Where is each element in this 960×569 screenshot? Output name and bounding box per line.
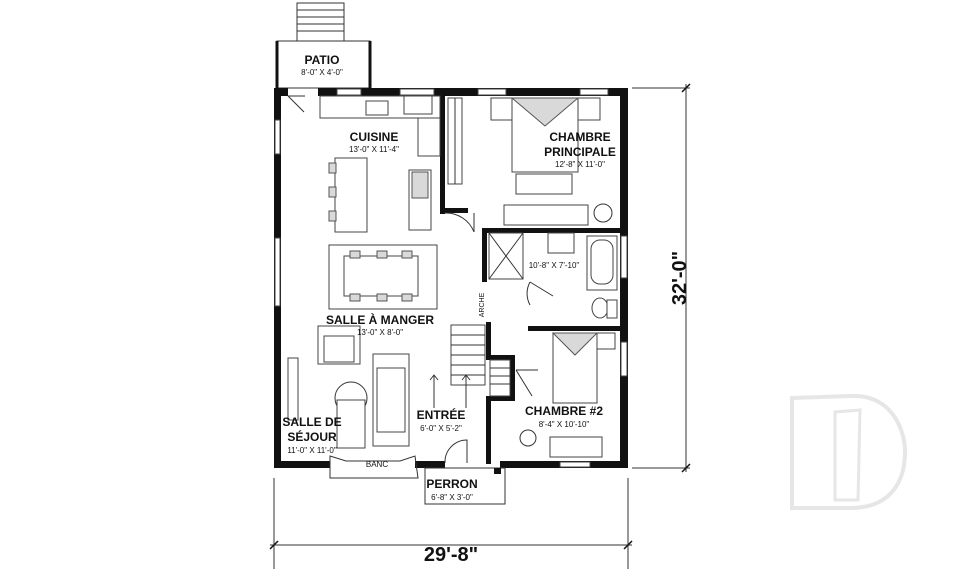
- chambre-principale-size: 12'-8" X 11'-0": [555, 160, 605, 169]
- windows: [274, 88, 628, 468]
- entree-name: ENTRÉE: [417, 407, 466, 422]
- cuisine-name: CUISINE: [350, 130, 399, 144]
- stairs: [429, 324, 511, 408]
- patio-size: 8'-0" X 4'-0": [301, 68, 343, 77]
- dimension-lines: [269, 83, 691, 569]
- bathroom-fixtures: [547, 232, 618, 319]
- perron-size: 6'-8" X 3'-0": [431, 493, 473, 502]
- salle-de-sejour-name-1: SALLE DE: [282, 415, 341, 429]
- logo-watermark: [790, 393, 908, 510]
- dining-table: [328, 244, 438, 310]
- interior-walls: [440, 96, 623, 464]
- arche-label: ARCHE: [479, 292, 486, 317]
- cuisine-size: 13'-0" X 11'-4": [349, 145, 399, 154]
- salle-de-bain-size: 10'-8" X 7'-10": [529, 261, 580, 270]
- master-bedroom-furniture: [490, 97, 613, 226]
- chambre-2-size: 8'-4" X 10'-10": [539, 420, 590, 429]
- width-dimension: 29'-8": [424, 544, 478, 566]
- entree-size: 6'-0" X 5'-2": [420, 424, 462, 433]
- chambre-principale-name-2: PRINCIPALE: [544, 145, 616, 159]
- salle-a-manger-name: SALLE À MANGER: [326, 312, 434, 327]
- closets: [447, 97, 524, 280]
- patio-name: PATIO: [305, 53, 340, 67]
- banc-label: BANC: [366, 460, 388, 469]
- living-room-furniture: [287, 325, 419, 479]
- chambre-2-name: CHAMBRE #2: [525, 404, 603, 418]
- depth-dimension: 32'-0": [669, 251, 691, 305]
- room-labels: PATIO 8'-0" X 4'-0" CUISINE 13'-0" X 11'…: [282, 53, 616, 502]
- perron-name: PERRON: [426, 477, 477, 491]
- chambre-principale-name-1: CHAMBRE: [549, 130, 610, 144]
- door-swings: [287, 95, 554, 464]
- salle-de-sejour-size: 11'-0" X 11'-0": [287, 446, 337, 455]
- kitchen: [319, 95, 441, 233]
- bedroom2-furniture: [519, 332, 616, 458]
- perron: [424, 467, 506, 505]
- salle-a-manger-size: 13'-0" X 8'-0": [357, 328, 403, 337]
- salle-de-sejour-name-2: SÉJOUR: [287, 429, 337, 444]
